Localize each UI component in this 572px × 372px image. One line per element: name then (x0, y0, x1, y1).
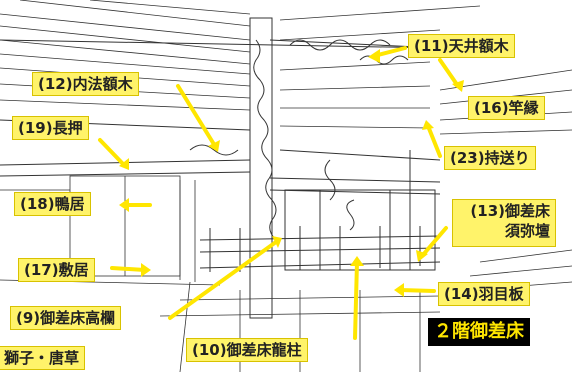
label-altar-railing: (9)御差床高欄 (10, 306, 122, 330)
label-nageshi: (19)長押 (12, 116, 89, 140)
central-pillar (249, 17, 277, 319)
pointer-arrows (98, 46, 460, 340)
label-kamoi: (18)鴨居 (14, 192, 91, 216)
label-inner-lintel-frame: (12)内法額木 (32, 72, 139, 96)
altar (284, 150, 436, 271)
label-altar-line1: (13)御差床 (470, 202, 550, 220)
arrow-heads (119, 49, 464, 297)
label-panel: (14)羽目板 (438, 282, 530, 306)
label-altar: (13)御差床 須弥壇 (452, 199, 556, 247)
label-sill: (17)敷居 (18, 258, 95, 282)
label-ceiling-frame: (11)天井額木 (408, 34, 515, 58)
label-bracket: (23)持送り (444, 146, 536, 170)
lintel-band (0, 144, 441, 195)
railing (199, 226, 441, 272)
floor (159, 281, 441, 372)
label-lion-arabesque: 獅子・唐草 (0, 346, 86, 370)
label-ceiling-rod: (16)竿縁 (468, 96, 545, 120)
label-dragon-pillar: (10)御差床龍柱 (186, 338, 308, 362)
label-altar-line2: 須弥壇 (504, 222, 550, 240)
title-badge: ２階御差床 (428, 318, 530, 346)
